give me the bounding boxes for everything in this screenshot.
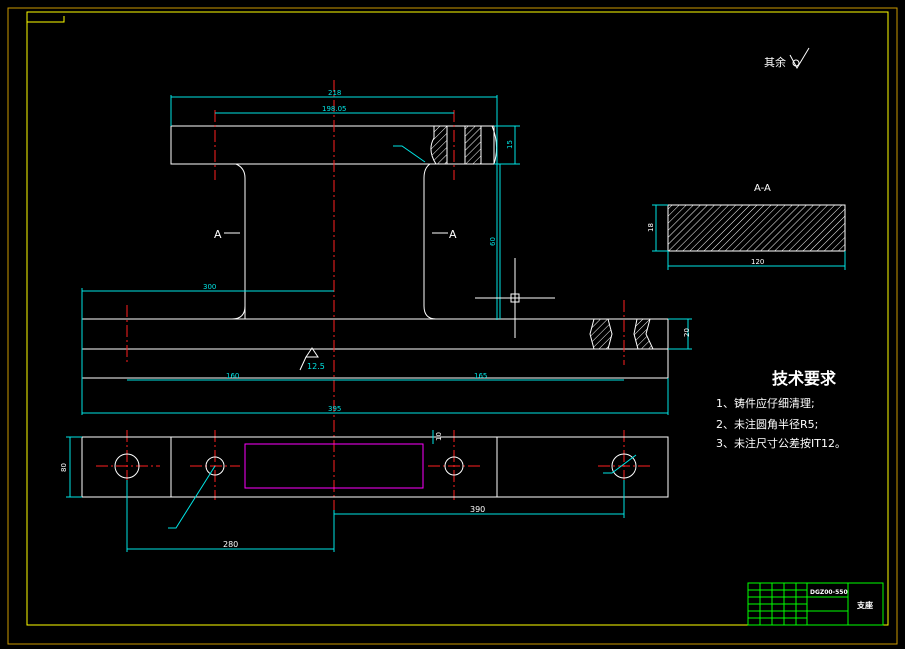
hatch-pockets	[430, 125, 654, 350]
tech-item-3: 3、未注尺寸公差按IT12。	[716, 436, 846, 450]
dim-top-overall: 218	[328, 89, 341, 97]
crosshair-cursor-icon	[475, 258, 555, 338]
frame-corner-mark	[27, 16, 65, 23]
title-block	[747, 582, 884, 626]
base-lower-outline	[81, 348, 669, 379]
dimension-lines	[81, 95, 692, 415]
dim-section-height: 18	[647, 223, 655, 232]
dim-top-inner: 198.05	[322, 105, 347, 113]
tech-requirements-title: 技术要求	[772, 369, 837, 388]
section-dimension-lines	[652, 204, 846, 270]
dim-base-span-right: 165	[474, 372, 487, 380]
dim-top-thickness: 15	[506, 140, 514, 149]
plan-view	[81, 436, 669, 498]
dim-plan-right: 390	[470, 505, 485, 514]
title-part-name: 支座	[856, 600, 873, 610]
dim-section-width: 120	[751, 258, 764, 266]
section-title: A-A	[754, 183, 771, 194]
tech-item-1: 1、铸件应仔细清理;	[716, 396, 815, 410]
dim-plan-left: 280	[223, 540, 238, 549]
roughness-symbol-icon	[789, 47, 810, 70]
roughness-triangle-icon	[299, 347, 319, 371]
dim-left-half: 300	[203, 283, 216, 291]
section-aa-hatched	[667, 204, 846, 252]
centerlines	[96, 80, 650, 530]
section-marker-right: A	[449, 228, 457, 241]
dim-slot-gap: 10	[435, 432, 443, 441]
dim-roughness: 12.5	[307, 362, 325, 371]
surface-note: 其余	[764, 55, 786, 69]
dim-base-thickness: 20	[683, 328, 691, 337]
base-plate-outline	[81, 318, 669, 350]
top-plate-outline	[170, 125, 495, 165]
dim-height: 60	[489, 237, 497, 246]
dim-base-overall: 395	[328, 405, 341, 413]
tech-item-2: 2、未注圆角半径R5;	[716, 417, 818, 431]
front-view	[81, 125, 669, 379]
title-drawing-no: DGZ00-550	[810, 589, 848, 596]
section-marker-left: A	[214, 228, 222, 241]
outer-frame	[7, 7, 898, 645]
left-column	[235, 163, 246, 319]
right-column	[423, 163, 437, 320]
plan-slot	[244, 443, 424, 489]
inner-frame	[26, 11, 889, 626]
dim-plan-width: 80	[60, 463, 68, 472]
plan-dimension-lines	[66, 430, 637, 552]
dim-base-span-left: 160	[226, 372, 239, 380]
